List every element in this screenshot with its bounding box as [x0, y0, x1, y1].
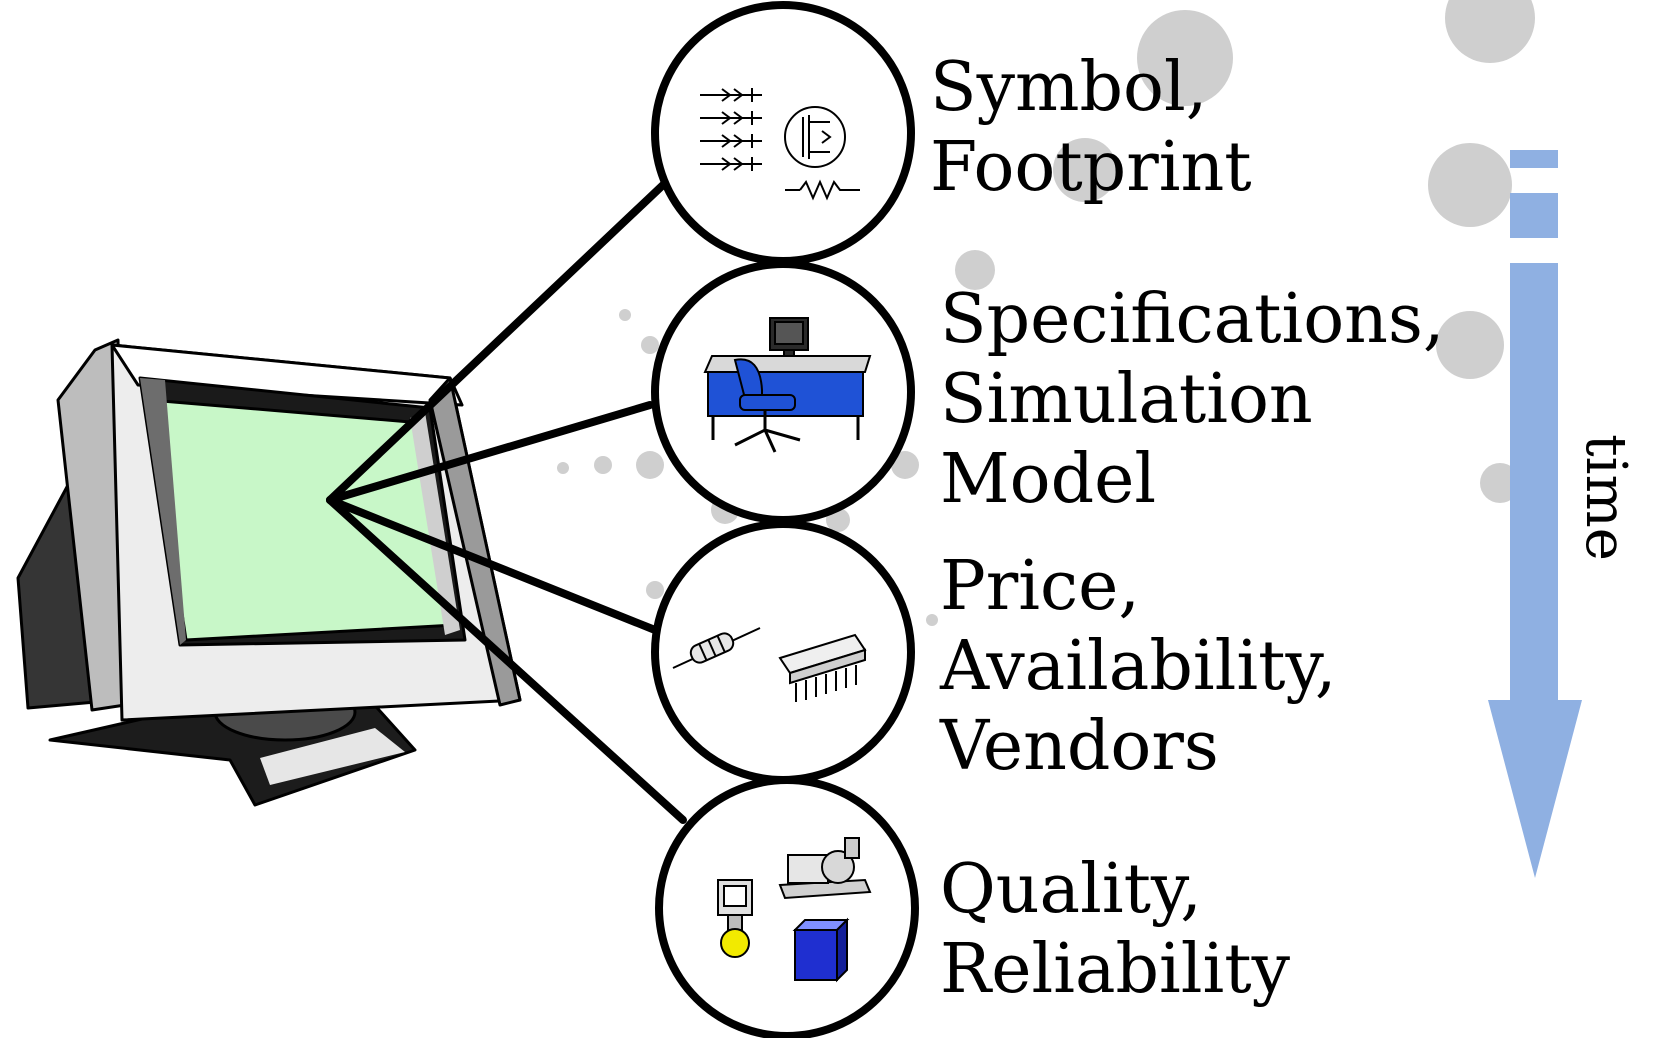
label-line: Reliability — [940, 930, 1290, 1009]
label-line: Footprint — [930, 128, 1252, 207]
circle-quality — [655, 776, 919, 1038]
label-line: Quality, — [940, 850, 1202, 929]
circle-price — [651, 520, 915, 784]
valve-icon — [717, 879, 753, 958]
circuit-board-icon — [792, 917, 850, 983]
connector-lines — [326, 181, 687, 824]
label-line: Price, — [940, 547, 1140, 626]
label-line: Model — [940, 440, 1157, 519]
pump-motor-icon — [778, 837, 872, 900]
label-line: Specifications, — [940, 280, 1445, 359]
label-line: Symbol, — [930, 48, 1208, 127]
time-arrow — [1488, 150, 1582, 878]
item-quality-label: Quality, Reliability — [940, 850, 1290, 1010]
resistor-icon — [672, 627, 761, 669]
schematic-symbols-icon — [700, 88, 860, 201]
label-line: Simulation — [940, 360, 1313, 439]
item-specifications-label: Specifications, Simulation Model — [940, 280, 1445, 520]
time-arrow-label: time — [1572, 434, 1638, 561]
label-line: Availability, — [940, 627, 1337, 706]
circle-specifications — [651, 260, 915, 524]
label-line: Vendors — [940, 707, 1219, 786]
circle-symbol-footprint — [651, 1, 915, 265]
ic-chip-icon — [778, 633, 867, 702]
item-price-label: Price, Availability, Vendors — [940, 547, 1336, 787]
computer-monitor-icon — [16, 338, 522, 807]
item-symbol-footprint-label: Symbol, Footprint — [930, 48, 1252, 208]
workstation-desk-icon — [703, 317, 872, 453]
